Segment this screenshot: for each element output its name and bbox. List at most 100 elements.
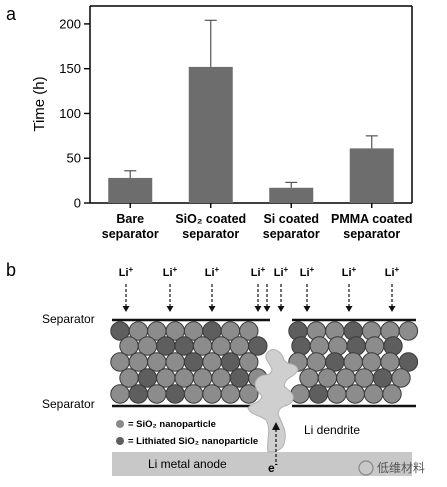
lithiated-sio2-nanoparticle (372, 368, 393, 388)
li-ion-arrowhead (263, 306, 271, 312)
li-ion-label: Li+ (205, 265, 220, 280)
li-dendrite (247, 349, 299, 453)
sio2-nanoparticle (220, 384, 241, 404)
wechat-icon (358, 460, 374, 476)
li-ion-label: Li+ (342, 265, 357, 280)
sio2-nanoparticle (183, 384, 204, 404)
dendrite-label: Li dendrite (304, 423, 360, 437)
li-ion-label: Li+ (163, 265, 178, 280)
panel-letter-b: b (6, 260, 16, 280)
y-ticks: 0 50 100 150 200 (59, 16, 90, 211)
sio2-nanoparticle (239, 384, 259, 404)
legend-swatch-lithiated (116, 437, 124, 445)
sio2-nanoparticle (119, 336, 139, 356)
li-ion-label: Li+ (119, 265, 134, 280)
legend-swatch-sio2 (116, 420, 124, 428)
separator-top-label: Separator (42, 312, 95, 326)
sio2-nanoparticle (336, 368, 356, 388)
lithiated-sio2-nanoparticle (156, 336, 176, 356)
li-ion-arrows: Li+Li+Li+Li+Li+Li+Li+Li+ (119, 265, 400, 312)
sio2-nanoparticle (128, 352, 149, 372)
sio2-nanoparticle (290, 384, 310, 404)
li-ion-arrowhead (303, 306, 311, 312)
lithiated-sio2-nanoparticle (165, 384, 185, 404)
li-ion-label: Li+ (251, 265, 266, 280)
legend-text-lithiated: = Lithiated SiO₂ nanoparticle (128, 436, 258, 447)
panel-letter-a: a (6, 4, 17, 24)
y-tick-label: 100 (59, 106, 81, 121)
lithiated-sio2-nanoparticle (248, 336, 268, 356)
li-ion-arrowhead (254, 306, 262, 312)
sio2-nanoparticle (110, 352, 130, 372)
legend: = SiO₂ nanoparticle = Lithiated SiO₂ nan… (116, 419, 258, 447)
sio2-nanoparticle (211, 336, 231, 356)
li-ion-arrowhead (122, 306, 130, 312)
sio2-nanoparticle (202, 352, 222, 372)
y-tick-label: 200 (59, 16, 81, 31)
li-metal-anode (112, 452, 412, 476)
sio2-nanoparticle (211, 368, 231, 388)
sio2-nanoparticle (137, 336, 158, 356)
legend-text-sio2: = SiO₂ nanoparticle (128, 419, 216, 430)
sio2-nanoparticle (345, 384, 365, 404)
separator-bottom-label: Separator (42, 397, 95, 411)
y-tick-label: 0 (74, 196, 81, 211)
y-tick-label: 150 (59, 61, 81, 76)
bars (108, 19, 394, 204)
lithiated-sio2-nanoparticle (183, 352, 204, 372)
sio2-nanoparticle (239, 321, 259, 341)
sio2-nanoparticle (174, 368, 194, 388)
lithiated-sio2-nanoparticle (398, 352, 419, 372)
watermark: 低维材料 (358, 460, 425, 476)
bar (108, 177, 153, 203)
lithiated-sio2-nanoparticle (291, 336, 311, 356)
bar (269, 187, 314, 203)
electron-charge: - (275, 459, 278, 469)
sio2-nanoparticle (202, 384, 222, 404)
sio2-nanoparticle (229, 336, 250, 356)
lithiated-sio2-nanoparticle (137, 368, 158, 388)
nanoparticle-layer (110, 321, 419, 404)
sio2-nanoparticle (363, 384, 384, 404)
li-ion-arrowhead (208, 306, 216, 312)
lithiated-sio2-nanoparticle (383, 336, 403, 356)
sio2-nanoparticle (147, 352, 167, 372)
sio2-nanoparticle (192, 336, 213, 356)
sio2-nanoparticle (119, 368, 139, 388)
electron-label: e- (268, 459, 278, 475)
anode-label: Li metal anode (148, 457, 227, 471)
sio2-nanoparticle (354, 368, 374, 388)
li-ion-label: Li+ (385, 265, 400, 280)
sio2-nanoparticle (110, 384, 130, 404)
sio2-nanoparticle (328, 336, 348, 356)
bar (349, 148, 394, 203)
sio2-nanoparticle (382, 384, 402, 404)
lithiated-sio2-nanoparticle (220, 352, 241, 372)
electron-arrowhead (272, 422, 280, 430)
lithiated-sio2-nanoparticle (174, 336, 194, 356)
li-ion-arrowhead (166, 306, 174, 312)
y-tick-label: 50 (67, 151, 81, 166)
lithiated-sio2-nanoparticle (229, 368, 250, 388)
sio2-nanoparticle (309, 336, 330, 356)
sio2-nanoparticle (327, 384, 347, 404)
sio2-nanoparticle (299, 368, 319, 388)
watermark-text: 低维材料 (377, 461, 425, 475)
sio2-nanoparticle (156, 368, 176, 388)
sio2-nanoparticle (391, 368, 411, 388)
li-ion-arrowhead (277, 306, 285, 312)
sio2-nanoparticle (364, 336, 385, 356)
li-ion-label: Li+ (300, 265, 315, 280)
li-ion-arrowhead (345, 306, 353, 312)
sio2-nanoparticle (165, 352, 185, 372)
li-ion-arrowhead (388, 306, 396, 312)
sio2-nanoparticle (398, 321, 419, 341)
lithiated-sio2-nanoparticle (128, 384, 149, 404)
